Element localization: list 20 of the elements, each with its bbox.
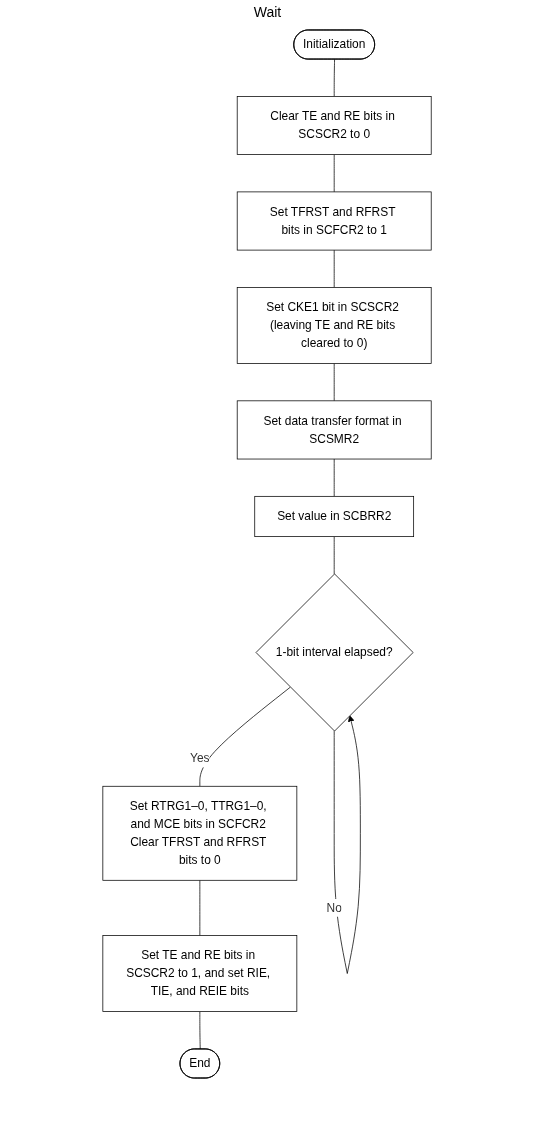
- connector: [334, 363, 336, 402]
- node-box: Set TFRST and RFRST bits in SCFCR2 to 1: [237, 191, 433, 251]
- edge-label: No: [327, 901, 343, 914]
- connector: [199, 1011, 202, 1050]
- edge-label: Yes: [190, 751, 211, 765]
- node-box: Set value in SCBRR2: [254, 495, 415, 537]
- node-box: Set data transfer format in SCSMR2: [237, 400, 433, 460]
- node-box: Set TE and RE bits in SCSCR2 to 1, and set RIE, TIE, and REIE bits: [102, 935, 298, 1012]
- node-box: Clear TE and RE bits in SCSCR2 to 0: [237, 96, 433, 155]
- node-box: Set RTRG1–0, TTRG1–0, and MCE bits in SCFCR2 Clear TFRST and RFRST bits to 0: [102, 785, 298, 881]
- node-diamond: 1-bit interval elapsed?: [256, 573, 414, 732]
- connector: [334, 536, 336, 575]
- note-text: Wait: [253, 4, 282, 20]
- connector: [334, 154, 336, 193]
- connector: [334, 59, 336, 97]
- node-box: Set CKE1 bit in SCSCR2 (leaving TE and RE bits cleared to 0): [237, 287, 433, 364]
- connector: [334, 249, 336, 288]
- connector: [334, 458, 336, 497]
- connector: [199, 879, 201, 936]
- connector: [199, 686, 292, 787]
